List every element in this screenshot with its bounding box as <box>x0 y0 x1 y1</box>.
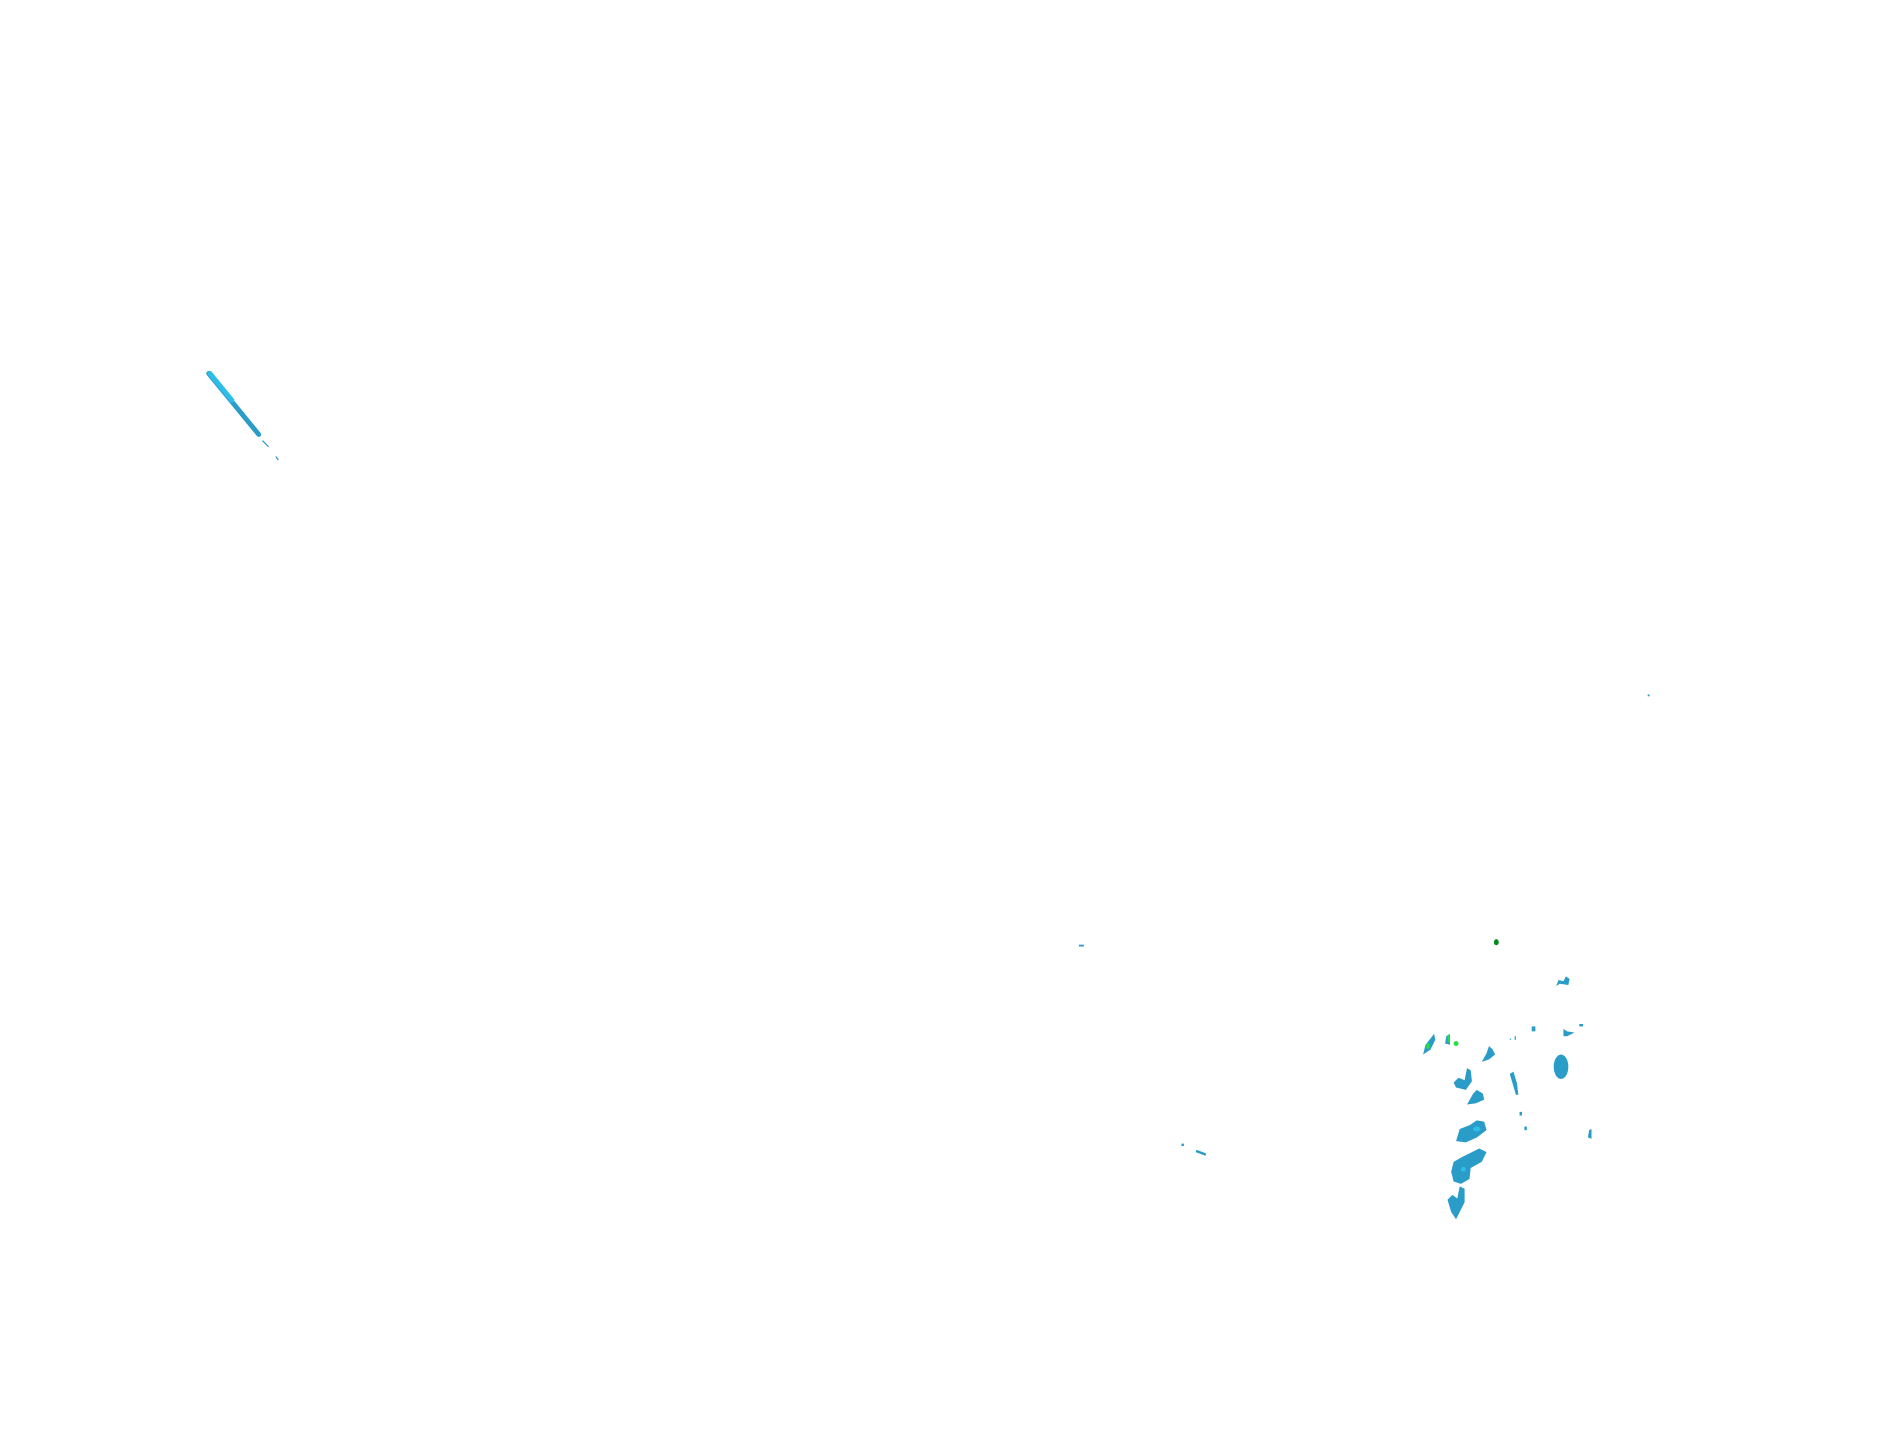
precip-speck <box>1181 1143 1184 1147</box>
precip-speck <box>1078 944 1084 947</box>
precip-speck <box>1647 694 1650 697</box>
precip-cluster-southeast <box>1423 976 1592 1220</box>
precip-cell <box>1195 1149 1207 1156</box>
precip-cell-heavy <box>1493 939 1499 946</box>
precip-streak-northwest <box>206 371 279 461</box>
